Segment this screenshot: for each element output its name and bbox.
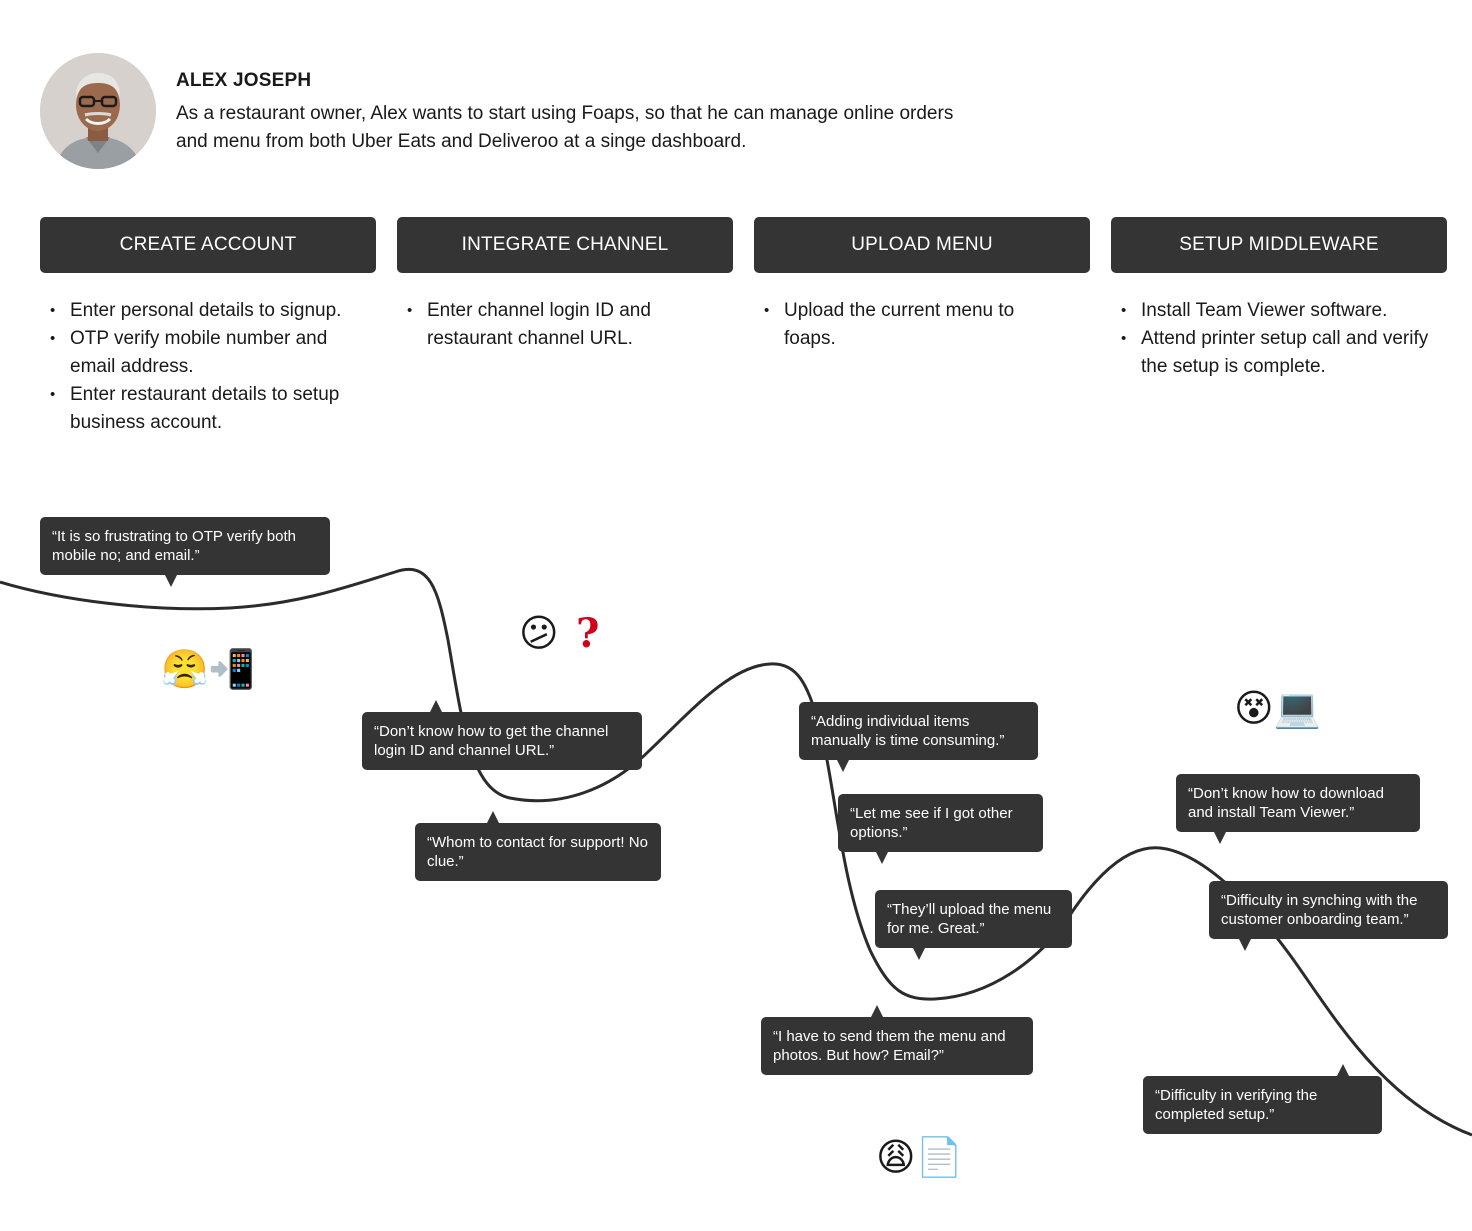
question-mark-icon: ? — [576, 610, 600, 657]
frustrated-phone-icon: 😤📲 — [161, 647, 256, 691]
stage-integrate-channel: INTEGRATE CHANNEL — [397, 217, 733, 273]
dizzy-laptop-icon: 😵💻 — [1234, 686, 1321, 730]
quote-onboarding-sync: “Difficulty in synching with the custome… — [1209, 881, 1448, 951]
quote-otp-frustration: “It is so frustrating to OTP verify both… — [40, 517, 330, 587]
step-item: Enter channel login ID and restaurant ch… — [397, 297, 697, 353]
quote-manual-items: “Adding individual items manually is tim… — [799, 702, 1038, 772]
step-item: OTP verify mobile number and email addre… — [40, 325, 370, 381]
quote-other-options: “Let me see if I got other options.” — [838, 794, 1043, 864]
step-item: Enter personal details to signup. — [40, 297, 370, 325]
persona-name: ALEX JOSEPH — [176, 70, 312, 91]
emotion-curve-line — [0, 567, 1472, 1137]
step-item: Attend printer setup call and verify the… — [1111, 325, 1431, 381]
persona-avatar — [40, 53, 156, 169]
step-item: Upload the current menu to foaps. — [754, 297, 1054, 353]
quote-team-viewer: “Don’t know how to download and install … — [1176, 774, 1420, 844]
stage-upload-menu: UPLOAD MENU — [754, 217, 1090, 273]
quote-verify-setup: “Difficulty in verifying the completed s… — [1143, 1064, 1382, 1134]
stage-create-account: CREATE ACCOUNT — [40, 217, 376, 273]
upload-menu-steps: Upload the current menu to foaps. — [754, 297, 1054, 353]
quote-channel-login: “Don’t know how to get the channel login… — [362, 700, 642, 770]
stage-setup-middleware: SETUP MIDDLEWARE — [1111, 217, 1447, 273]
quote-support-contact: “Whom to contact for support! No clue.” — [415, 811, 661, 881]
setup-middleware-steps: Install Team Viewer software. Attend pri… — [1111, 297, 1431, 381]
integrate-channel-steps: Enter channel login ID and restaurant ch… — [397, 297, 697, 353]
step-item: Install Team Viewer software. — [1111, 297, 1431, 325]
create-account-steps: Enter personal details to signup. OTP ve… — [40, 297, 370, 437]
weary-document-icon: 😩📄 — [876, 1135, 963, 1179]
confused-face-icon: 😕 — [519, 611, 559, 655]
persona-description: As a restaurant owner, Alex wants to sta… — [176, 103, 954, 152]
person-photo-icon — [40, 53, 156, 169]
quote-they-upload: “They’ll upload the menu for me. Great.” — [875, 890, 1072, 960]
quote-send-menu: “I have to send them the menu and photos… — [761, 1005, 1033, 1075]
step-item: Enter restaurant details to setup busine… — [40, 381, 370, 437]
